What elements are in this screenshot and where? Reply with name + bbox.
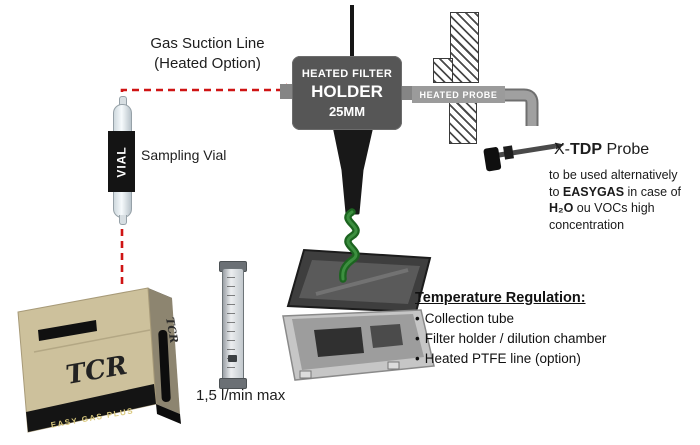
xtdp-note-line3: H₂O ou VOCs high: [549, 201, 655, 215]
vial-tag: VIAL: [108, 131, 135, 192]
h2o-bold: H₂O: [549, 201, 574, 215]
temp-regulation-item: • Collection tube: [415, 311, 665, 326]
xtdp-title-suffix: Probe: [602, 141, 650, 158]
heated-filter-holder-box: HEATED FILTER HOLDER 25MM: [292, 56, 402, 130]
device-handle: [158, 329, 171, 402]
temperature-regulation-title: Temperature Regulation:: [415, 290, 586, 306]
vial-bottom-tip: [119, 215, 127, 225]
probe-elbow-pipe: [504, 90, 537, 126]
easygas-analyzer: TCR TCR EASY GAS PLUS: [17, 287, 181, 433]
xtdp-handle: [483, 147, 502, 172]
temp-item-text: Heated PTFE line (option): [424, 351, 581, 366]
xtdp-title: X-TDP Probe: [554, 141, 649, 159]
temp-regulation-item: • Filter holder / dilution chamber: [415, 331, 665, 346]
device-base: [26, 384, 156, 432]
vial-tag-text: VIAL: [114, 145, 129, 178]
temperature-regulation-block: Temperature Regulation: • Collection tube…: [415, 290, 665, 366]
filter-holder-line2: HOLDER: [311, 81, 383, 101]
xtdp-probe-graphic: [483, 142, 565, 172]
flowmeter-tube: [222, 268, 244, 382]
heated-probe-label: HEATED PROBE: [412, 86, 505, 103]
case-component-gray: [370, 324, 403, 348]
xtdp-title-prefix: X-: [554, 141, 570, 158]
device-base-side: [156, 404, 181, 424]
collection-case: [282, 248, 435, 381]
vial-neck: [119, 96, 127, 106]
flowmeter-bottom-cap: [219, 378, 247, 389]
xtdp-note-line4: concentration: [549, 217, 625, 232]
stack-wall-top-flange: [433, 58, 453, 83]
xtdp-note-line2: to EASYGAS in case of: [549, 184, 682, 199]
xtdp-tip: [555, 142, 565, 150]
case-lid-sheen: [315, 268, 409, 296]
sampling-vial-caption: Sampling Vial: [141, 147, 227, 163]
heated-option-text: (Heated Option): [154, 55, 261, 72]
flowmeter-caption: 1,5 l/min max: [196, 387, 286, 404]
case-latch: [299, 370, 312, 379]
temp-item-text: Collection tube: [424, 311, 515, 326]
xtdp-fitting: [503, 145, 514, 160]
case-component-dark: [314, 327, 364, 357]
gas-suction-line-label: Gas Suction Line (Heated Option): [125, 34, 290, 74]
temp-item-text: Filter holder / dilution chamber: [424, 331, 607, 346]
xtdp-note: to be used alternatively to EASYGAS in c…: [549, 167, 691, 233]
xtdp-title-bold: TDP: [570, 141, 602, 158]
case-latch: [387, 361, 400, 370]
stack-wall-top: [450, 12, 479, 83]
heated-ptfe-line-highlight: [341, 210, 358, 281]
filter-inlet-port: [280, 84, 293, 99]
xtdp-note-line1: to be used alternatively: [549, 168, 678, 182]
filter-holder-line1: HEATED FILTER: [301, 67, 393, 80]
gas-suction-line-path: [120, 88, 286, 284]
bullet-icon: •: [415, 351, 420, 366]
device-panel-groove: [33, 329, 151, 353]
easygas-bold: EASYGAS: [562, 184, 625, 199]
bullet-icon: •: [415, 311, 420, 326]
filter-outlet-port: [401, 86, 413, 100]
device-vent-slot: [38, 320, 97, 341]
gas-suction-line-text: Gas Suction Line: [150, 35, 265, 52]
flowmeter-float: [228, 355, 237, 362]
filter-mount-rod: [350, 5, 354, 58]
temp-regulation-item: • Heated PTFE line (option): [415, 351, 665, 366]
filter-outlet-cone: [332, 124, 374, 215]
filter-holder-line3: 25MM: [328, 103, 366, 119]
flowmeter-scale: [227, 277, 235, 371]
xtdp-rod: [486, 143, 556, 160]
stack-wall-bottom: [449, 102, 477, 144]
bullet-icon: •: [415, 331, 420, 346]
